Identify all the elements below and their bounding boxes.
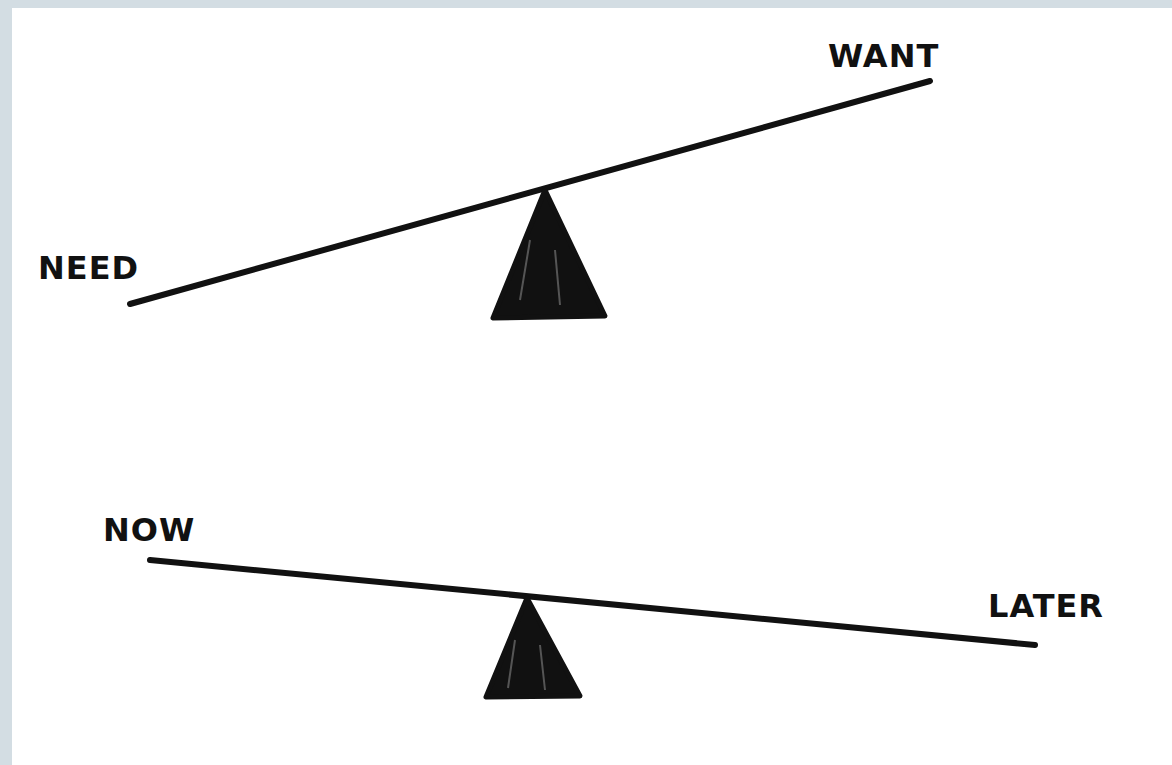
seesaw-beam [150,560,1035,645]
seesaw-label: LATER [988,588,1104,624]
paper [12,8,1172,765]
seesaw-label: NEED [38,250,139,286]
fulcrum-shading [508,640,545,690]
fulcrum-triangle [486,598,580,697]
seesaw-label: NOW [103,512,195,548]
fulcrum-shading [520,240,560,305]
seesaw-label: WANT [828,38,939,74]
fulcrum-triangle [493,190,605,318]
